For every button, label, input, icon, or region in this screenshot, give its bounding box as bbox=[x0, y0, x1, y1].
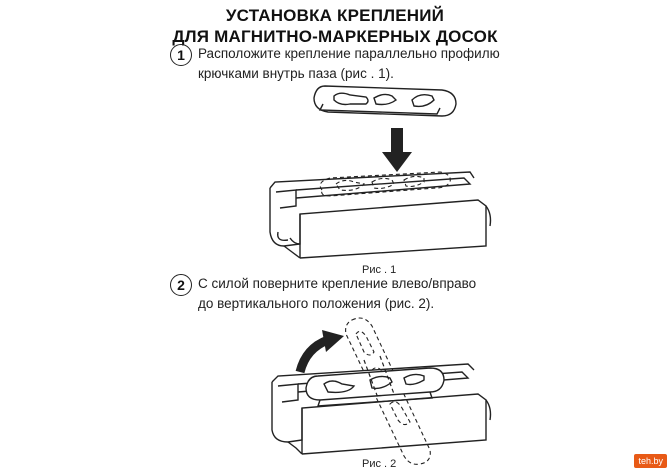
caption-fig-2: Рис . 2 bbox=[362, 458, 397, 470]
title-line-1: УСТАНОВКА КРЕПЛЕНИЙ bbox=[225, 6, 445, 25]
step-2-text-line-1: С силой поверните крепление влево/вправо bbox=[198, 276, 477, 291]
step-2-text-line-2: до вертикального положения (рис. 2). bbox=[198, 296, 435, 311]
rotate-arrow-icon bbox=[295, 330, 344, 374]
arrow-down-icon bbox=[382, 128, 412, 172]
step-1-text-line-2: крючками внутрь паза (рис . 1). bbox=[198, 66, 394, 81]
step-1-number: 1 bbox=[170, 44, 192, 66]
watermark-badge: teh.by bbox=[634, 454, 667, 468]
step-1-text-line-1: Расположите крепление параллельно профил… bbox=[198, 46, 500, 61]
clip-plate bbox=[313, 85, 457, 117]
clip-in-rail bbox=[319, 171, 451, 197]
clip-plate-2 bbox=[305, 367, 445, 407]
title-line-2: ДЛЯ МАГНИТНО-МАРКЕРНЫХ ДОСОК bbox=[172, 27, 498, 46]
caption-fig-1: Рис . 1 bbox=[362, 264, 397, 276]
profile-rail bbox=[269, 171, 492, 259]
step-2-number: 2 bbox=[170, 274, 192, 296]
